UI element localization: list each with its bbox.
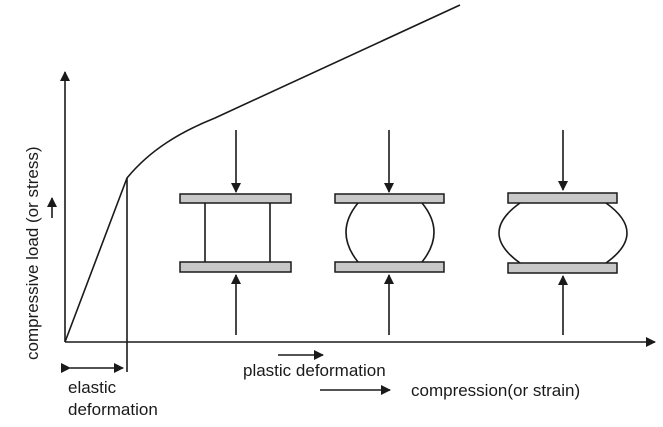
bottom-plate (334, 261, 445, 273)
bottom-plate (507, 262, 618, 274)
y-axis-label: compressive load (or stress) (23, 146, 42, 360)
top-plate (179, 193, 292, 204)
stress-strain-curve (64, 4, 461, 343)
specimen-side (605, 202, 628, 264)
specimen-side (498, 202, 521, 264)
specimen-2 (334, 130, 445, 335)
top-plate (507, 192, 618, 204)
specimen-3 (498, 130, 628, 335)
plastic-label: plastic deformation (243, 361, 386, 380)
elastic-label-line1: elastic (68, 378, 117, 397)
bottom-plate (179, 261, 292, 273)
specimen-side (345, 202, 359, 263)
top-plate (334, 193, 445, 204)
specimen-side (421, 202, 435, 263)
specimen-1 (179, 130, 292, 335)
elastic-label-line2: deformation (68, 400, 158, 419)
x-axis-label: compression(or strain) (411, 381, 580, 400)
